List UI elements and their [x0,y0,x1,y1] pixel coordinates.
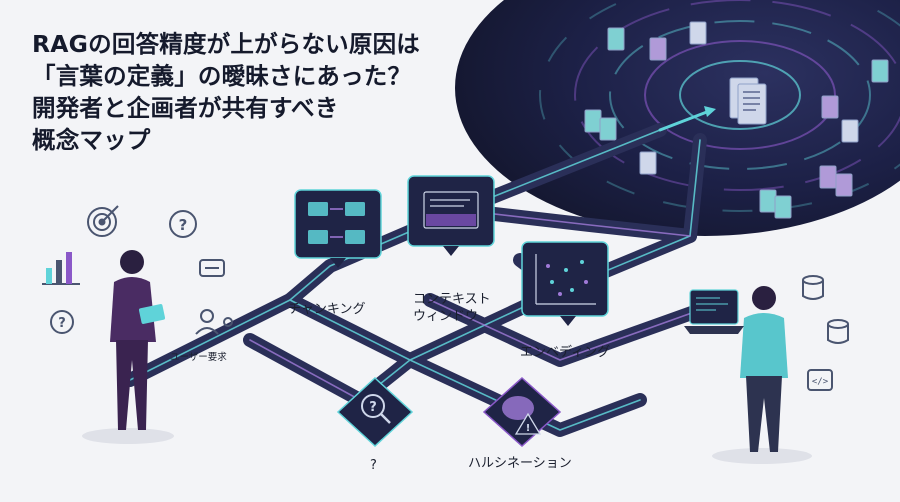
title-line: 開発者と企画者が共有すべき [32,94,339,122]
hallucination-tile: ! [482,376,562,448]
svg-text:?: ? [369,400,377,415]
context-window-tile [407,175,495,256]
chunking-tile [294,189,382,268]
chunking-label: チャンキング [288,302,366,317]
embedding-label: エンベディング [520,345,611,360]
title-line: 概念マップ [32,126,151,154]
developer-figure [684,286,812,464]
svg-text:!: ! [526,423,531,434]
unknown-concept-tile: ? [336,376,414,448]
svg-text:?: ? [179,216,188,234]
laptop-icon [684,289,744,334]
database-icon [802,275,824,300]
person-icon [195,309,219,335]
context-window-label: コンテキスト ウィンドウ [413,292,491,324]
user-request-label: ユーザー要求 [170,352,227,363]
embedding-tile [521,241,609,326]
svg-text:?: ? [58,316,66,331]
code-icon: </> [807,369,833,391]
planner-figure [82,250,174,444]
chat-icon [199,259,225,277]
developer-icons: </> [802,275,849,391]
bar-chart-icon [42,252,80,285]
document-icon [584,21,889,219]
title-line: RAGの回答精度が上がらない原因は [32,30,420,58]
hallucination-label: ハルシネーション [468,456,572,471]
gear-icon [223,317,233,327]
target-icon [87,205,119,237]
unknown-label: ? [370,458,377,473]
question-icon: ? [50,310,74,334]
question-icon: ? [169,210,197,238]
page-title: RAGの回答精度が上がらない原因は 「言葉の定義」の曖昧さにあった？ 開発者と企… [32,28,492,156]
planner-icons: ? ? [42,205,233,335]
title-line: 「言葉の定義」の曖昧さにあった？ [32,62,412,90]
data-swirl-panel [455,0,900,236]
svg-text:</>: </> [812,377,829,387]
database-icon [827,319,849,344]
